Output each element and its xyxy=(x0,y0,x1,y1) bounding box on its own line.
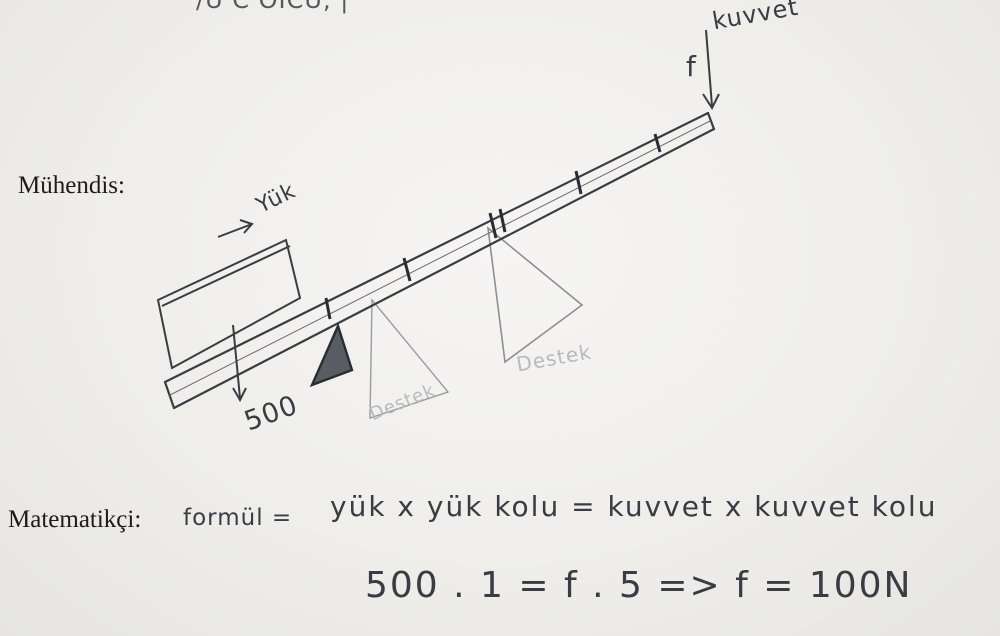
force-symbol: f xyxy=(686,50,697,83)
calculation-text: 500 . 1 = f . 5 => f = 100N xyxy=(365,565,913,606)
formula-prefix: formül = xyxy=(183,505,293,531)
mathematician-label: Matematikçi: xyxy=(8,506,142,533)
faded-support-right xyxy=(486,226,584,364)
top-scribble: /U C OICU, | xyxy=(196,0,350,14)
load-arrow-icon xyxy=(217,219,254,238)
formula-text: yük x yük kolu = kuvvet x kuvvet kolu xyxy=(330,490,938,523)
force-arrow-icon xyxy=(702,29,720,111)
weight-arrow-icon xyxy=(232,324,247,403)
engineer-label: Mühendis: xyxy=(18,172,125,199)
fulcrum-icon xyxy=(309,322,354,388)
lever-beam xyxy=(163,111,716,410)
load-box xyxy=(156,238,302,370)
faded-support-left xyxy=(369,298,450,419)
beam-ticks xyxy=(324,133,662,320)
